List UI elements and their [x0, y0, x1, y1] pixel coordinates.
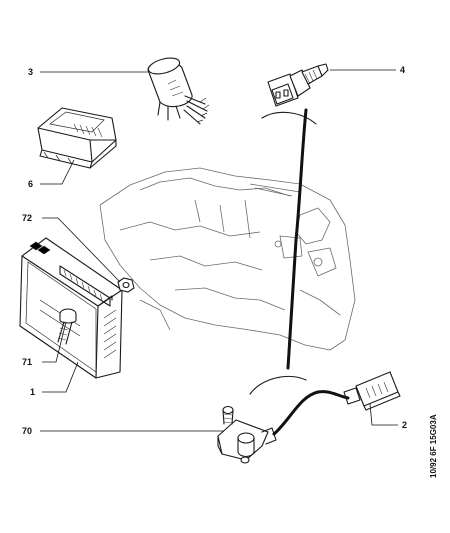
- leader-6: [40, 159, 75, 185]
- callout-2: 2: [402, 420, 407, 430]
- callout-1: 1: [30, 387, 35, 397]
- callout-3: 3: [28, 67, 33, 77]
- reference-code: 10/92 6F 15G03A: [429, 414, 438, 478]
- callout-72: 72: [22, 213, 32, 223]
- leader-1: [42, 361, 79, 393]
- relay-box-part-6: [37, 107, 117, 169]
- callout-70: 70: [22, 426, 32, 436]
- sensor-part-3: [147, 57, 210, 125]
- leader-lines: [40, 69, 398, 432]
- nut-part-72: [117, 277, 135, 293]
- wiring-harness: [249, 108, 350, 436]
- callout-4: 4: [400, 65, 405, 75]
- leader-72: [42, 217, 121, 283]
- callout-71: 71: [22, 357, 32, 367]
- crank-sensor-part-70: [217, 405, 277, 464]
- sensor-part-4: [267, 63, 329, 107]
- leader-2: [369, 403, 398, 426]
- engine-block-outline: [99, 167, 356, 351]
- leader-71: [42, 321, 67, 363]
- connector-part-2: [343, 371, 401, 411]
- callout-6: 6: [28, 179, 33, 189]
- ecu-module-part-1: [19, 237, 123, 379]
